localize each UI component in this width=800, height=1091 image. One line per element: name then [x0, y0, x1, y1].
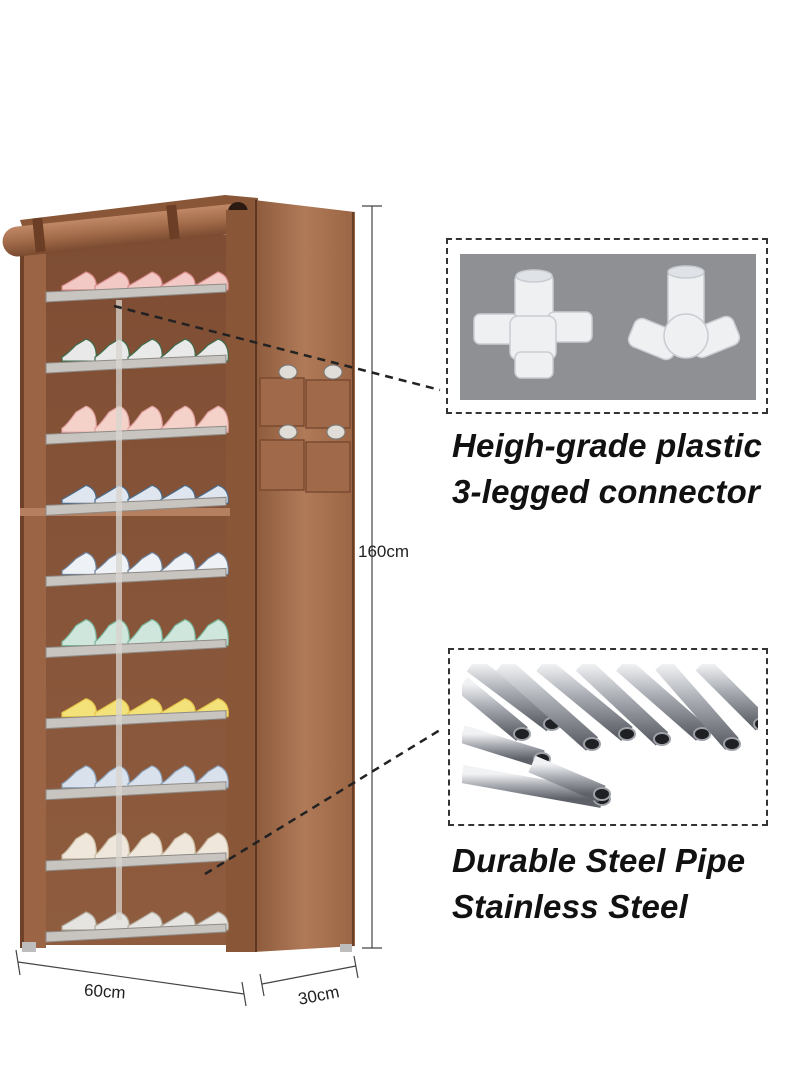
connector-line-1: Heigh-grade plastic — [452, 427, 763, 464]
shoe — [193, 832, 229, 860]
side-pockets — [259, 364, 351, 493]
shoe — [127, 338, 163, 362]
shelf — [45, 567, 227, 587]
steel-pipe — [655, 664, 739, 750]
steel-pipe — [616, 664, 708, 741]
shoe — [127, 618, 163, 647]
shelf — [45, 639, 227, 659]
steel-pipe — [462, 725, 545, 768]
plastic-connector-photo — [460, 254, 756, 400]
pipe-opening — [583, 737, 601, 751]
width-dimension-label: 60cm — [83, 980, 127, 1003]
connector-callout — [446, 238, 768, 414]
steel-pipe — [528, 755, 606, 803]
shelf — [45, 781, 227, 801]
shelves — [45, 271, 229, 943]
shoe — [127, 484, 163, 504]
shelf — [45, 354, 227, 374]
four-way-connector — [473, 269, 593, 379]
shelf — [45, 852, 227, 872]
pipe-opening — [593, 787, 611, 801]
callout-leader-lines — [113, 304, 441, 876]
rack-interior — [44, 235, 230, 945]
steel-pipe — [462, 677, 528, 741]
shoe — [160, 832, 196, 860]
shoe — [160, 551, 196, 576]
pipe-opening — [693, 727, 711, 741]
connector-description: Heigh-grade plastic 3-legged connector — [452, 423, 762, 515]
shoe — [127, 911, 163, 931]
pipe-opening — [753, 717, 758, 731]
shelf — [45, 496, 227, 516]
steel-pipe-callout — [448, 648, 768, 826]
shoe — [61, 271, 97, 291]
pipe-opening — [653, 732, 671, 746]
shoe — [127, 698, 163, 718]
steel-pipe — [462, 765, 604, 808]
shoe — [61, 405, 97, 433]
steel-line-1: Durable Steel Pipe — [452, 842, 746, 879]
shoe — [193, 618, 229, 647]
shoe — [61, 338, 97, 362]
shoe — [160, 405, 196, 433]
shoe — [61, 551, 97, 576]
shelf — [45, 283, 227, 303]
shoe — [61, 618, 97, 647]
steel-pipe-photo — [462, 664, 758, 812]
shoe — [127, 551, 163, 576]
steel-pipe — [536, 664, 633, 741]
shoe — [127, 271, 163, 291]
shoe — [160, 338, 196, 362]
steel-pipe — [695, 664, 758, 731]
three-way-connector — [627, 265, 741, 361]
shoe — [127, 405, 163, 433]
shelf — [45, 710, 227, 730]
shoe — [94, 271, 130, 291]
shoe — [61, 765, 97, 789]
steel-line-2: Stainless Steel — [452, 888, 688, 925]
shoe — [160, 765, 196, 789]
shoe — [160, 618, 196, 647]
shoe — [61, 484, 97, 504]
steel-description: Durable Steel Pipe Stainless Steel — [452, 838, 745, 930]
height-dimension-label: 160cm — [358, 542, 410, 561]
shoe — [61, 698, 97, 718]
shoe — [61, 911, 97, 931]
shelf — [45, 425, 227, 445]
center-pole — [116, 300, 122, 920]
shelf — [45, 923, 227, 943]
dimension-lines — [15, 205, 382, 1007]
rolled-curtain — [2, 203, 252, 257]
pipe-opening — [618, 727, 636, 741]
shoe — [127, 832, 163, 860]
pipe-opening — [723, 737, 741, 751]
rack-body — [2, 195, 355, 952]
steel-pipe — [575, 664, 669, 746]
pipes — [462, 664, 758, 808]
rack-left-panel — [20, 236, 46, 948]
rack-front-post — [226, 210, 256, 952]
shoe — [193, 405, 229, 433]
steel-pipe — [496, 664, 598, 751]
connector-line-2: 3-legged connector — [452, 473, 760, 510]
shoe — [127, 765, 163, 789]
shoe — [61, 832, 97, 860]
rack-side-panel — [254, 200, 355, 952]
pipe-opening — [513, 727, 531, 741]
steel-pipe — [466, 664, 558, 732]
